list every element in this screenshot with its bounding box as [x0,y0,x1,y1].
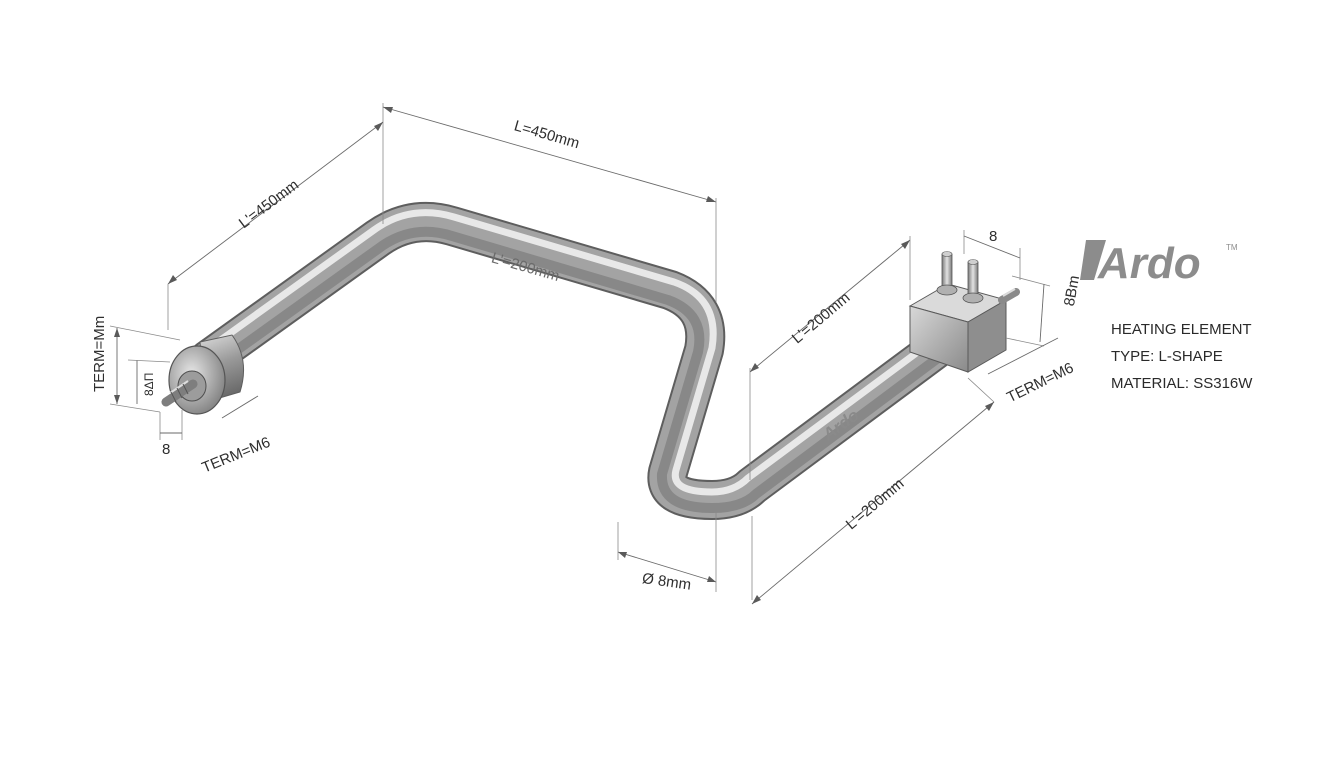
tube-shade [207,226,963,513]
right-top-label: 8 [989,228,997,245]
right-upper-label: L'=200mm [789,289,854,347]
tube-highlight [200,209,954,496]
block-side-face [967,299,1007,373]
left-threaded-stud [161,379,198,407]
logo-trademark: TM [1226,243,1238,252]
right-side-label: 8Bm [1061,274,1083,307]
spec-block: HEATING ELEMENT TYPE: L-SHAPE MATERIAL: … [1111,316,1252,397]
left-term-label: TERM=M6 [200,434,273,477]
right-term-label: TERM=M6 [1004,359,1076,406]
brand-logo: Ardo TM [1080,239,1238,288]
spec-line-3: MATERIAL: SS316W [1111,375,1253,392]
dimension-lines [109,103,1059,605]
right-stud-1 [936,251,958,296]
right-lower-label: L'=200mm [843,475,908,533]
spec-line-1: HEATING ELEMENT [1111,321,1252,338]
right-terminal-block [908,251,1020,373]
left-thread-label: 8ΔΠ [142,373,156,396]
left-small-label: 8 [162,441,170,458]
logo-wordmark: Ardo [1097,239,1201,288]
logo-slash-icon [1080,240,1106,280]
dimension-arrows [114,107,994,604]
diameter-label: Ø 8mm [641,570,692,594]
right-side-stud [998,288,1020,304]
spec-line-2: TYPE: L-SHAPE [1111,348,1223,365]
right-stud-2 [962,259,984,304]
tube-body [190,204,973,518]
left-term-height-label: TERM=Mm [91,316,108,392]
left-diagonal-label: L'=450mm [236,176,302,232]
heating-tube [188,202,975,520]
left-terminal [161,334,245,415]
